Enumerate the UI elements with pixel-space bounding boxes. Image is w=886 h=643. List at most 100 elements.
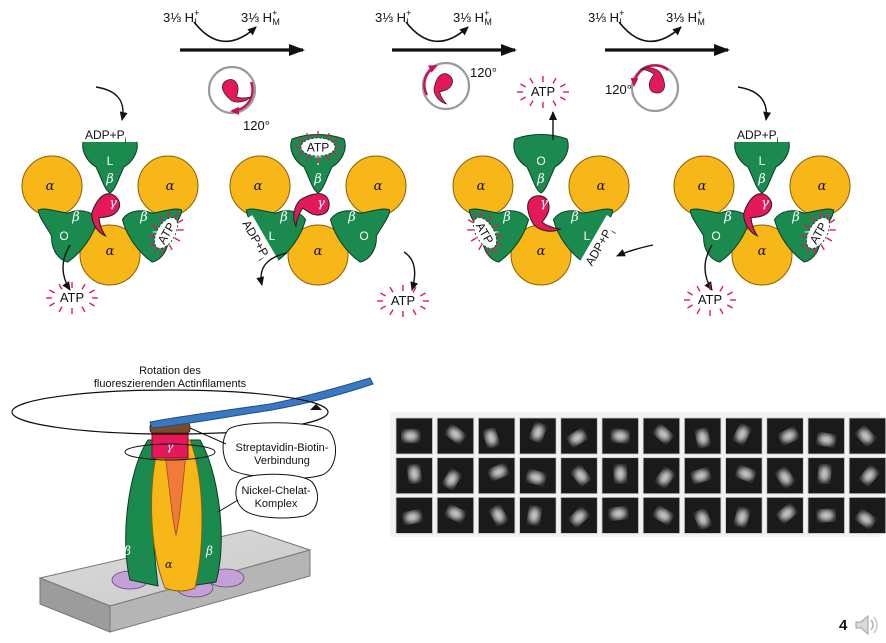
rotation-dial-1: 120° [207, 65, 270, 133]
starburst-ray [58, 306, 63, 313]
micrograph-frame [560, 496, 598, 534]
filament-spot [404, 511, 421, 523]
filament-spot [528, 507, 540, 524]
starburst-ray [481, 211, 483, 218]
filament-spot [735, 426, 749, 442]
gamma-label: γ [540, 196, 548, 211]
atp-starburst [800, 211, 836, 255]
filament-spot [658, 470, 672, 485]
proton-in-sup: + [406, 8, 411, 18]
released-atp-2: ATP [377, 285, 429, 317]
proton-in-label: 3⅓ H+I [588, 8, 624, 27]
released-atp-3: ATP [517, 76, 569, 108]
beta-label: β [757, 172, 766, 187]
micrograph-frame [560, 417, 598, 455]
proton-out-sup: + [697, 8, 702, 18]
filament-spot [610, 508, 627, 520]
proton-in-sup: + [619, 8, 624, 18]
filament-spot [697, 429, 709, 446]
micrograph-frame [519, 457, 557, 495]
streptavidin-label-line1: Streptavidin-Biotin- [236, 442, 329, 454]
dial-gamma-icon [433, 73, 453, 105]
filament-spot [858, 512, 873, 526]
filament-spot [402, 430, 419, 442]
starburst-ray [173, 212, 179, 219]
micrograph-frame [560, 457, 598, 495]
adp-badge-bg [735, 126, 789, 142]
adp-label: ADP+Pi [737, 128, 779, 145]
dial-gamma-icon [640, 67, 665, 94]
starburst-ray [719, 308, 724, 315]
filament-spot [448, 427, 463, 441]
micrograph-frame [725, 496, 763, 534]
micrograph-frame [766, 496, 804, 534]
starburst-ray [487, 215, 492, 222]
micrograph-frame [684, 457, 722, 495]
proton-curve-arrow [405, 21, 469, 43]
beta-label: β [71, 210, 80, 225]
starburst-ray [829, 229, 836, 231]
gamma-subunit-shape [743, 193, 773, 238]
released-atp-label: ATP [698, 292, 722, 307]
starburst-ray [162, 248, 164, 255]
site-label-top: L [759, 154, 766, 168]
bound-atp-right: ATP [148, 211, 184, 255]
beta-subunit-shape [329, 208, 391, 263]
starburst-ray [412, 286, 417, 293]
filament-spot [655, 509, 671, 522]
frame-bg [725, 496, 763, 534]
speaker-icon[interactable] [852, 612, 882, 638]
starburst-ray [419, 292, 426, 297]
filament-spot [569, 431, 585, 445]
micrograph-frame [684, 417, 722, 455]
bound-atp-right: ATP [800, 211, 836, 255]
starburst-ray [332, 138, 339, 143]
starburst-ray [297, 151, 304, 156]
rotation-dial-2: 120° [421, 61, 497, 111]
starburst-ray [472, 212, 478, 219]
starburst-ray [814, 248, 816, 255]
adp-sub: i [257, 256, 266, 262]
proton-in-sub: I [619, 17, 622, 27]
alpha-label: α [477, 179, 486, 194]
proton-curve-arrow [618, 21, 682, 43]
alpha-subunit [287, 224, 349, 286]
micrograph-frame [601, 417, 639, 455]
rotation-label-line2: fluoreszierenden Actinfilaments [94, 378, 247, 390]
micrograph-frame [642, 496, 681, 534]
micrograph-frame [477, 496, 516, 534]
beta-label: β [279, 210, 288, 225]
starburst-ray [696, 285, 701, 292]
starburst-ray [726, 304, 733, 309]
substrate-arrow [256, 252, 288, 286]
starburst-ray [148, 235, 155, 237]
alpha-subunit [731, 224, 793, 286]
site-label-right: L [584, 229, 591, 243]
substrate-arrow [95, 86, 128, 121]
frame-bg [477, 496, 516, 534]
micrograph-frame [848, 457, 886, 495]
adp-sub: i [777, 136, 779, 145]
released-atp-starburst [517, 76, 569, 108]
beta-label: β [347, 210, 356, 225]
alpha-label: α [818, 179, 827, 194]
bound-adp-top: ADP+Pi [735, 126, 789, 145]
dial-ring [421, 61, 471, 111]
adp-label: ADP+Pi [85, 128, 127, 145]
filament-spot [614, 465, 626, 482]
starburst-ray [148, 242, 155, 247]
alpha-label: α [106, 244, 115, 259]
starburst-ray [559, 96, 566, 101]
micrograph-frame [436, 417, 475, 455]
micrograph-frame [601, 496, 639, 534]
site-label-right: O [359, 229, 368, 243]
nickel-label-line2: Komplex [255, 498, 298, 510]
adp-badge-bg [83, 126, 137, 142]
starburst-ray [820, 244, 825, 251]
rotation-arrow [423, 64, 438, 96]
starburst-ray [177, 229, 184, 231]
starburst-ray [492, 247, 498, 254]
alpha-label: α [166, 179, 175, 194]
